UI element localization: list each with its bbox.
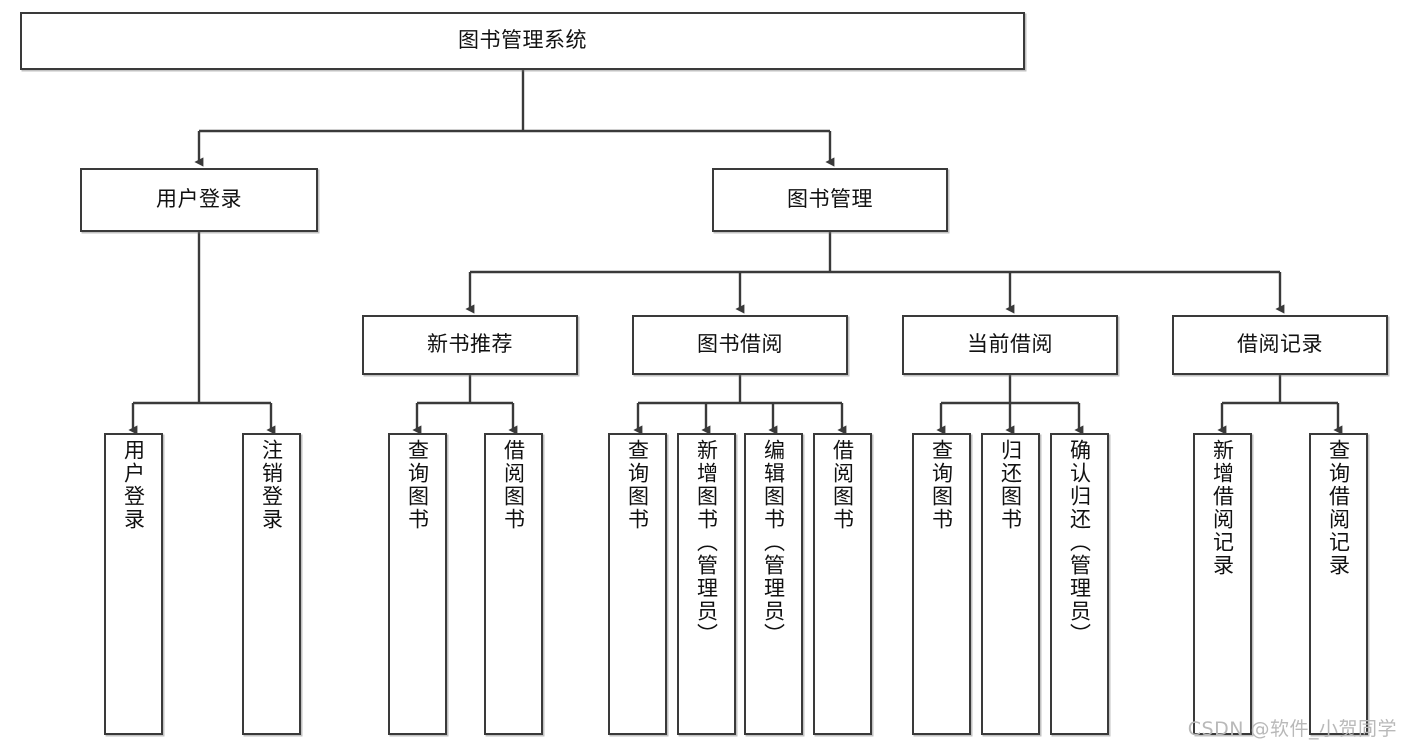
leaf-borrow-record-query[interactable]: 查询借阅记录 xyxy=(1309,433,1368,735)
node-borrow-records[interactable]: 借阅记录 xyxy=(1172,315,1388,375)
node-book-borrowing-label: 图书借阅 xyxy=(697,332,783,357)
node-user-login-label: 用户登录 xyxy=(156,187,242,212)
node-new-book-recommendation[interactable]: 新书推荐 xyxy=(362,315,578,375)
leaf-current-borrow-query[interactable]: 查询图书 xyxy=(912,433,971,735)
watermark: CSDN @软件_小贺同学 xyxy=(1187,718,1397,740)
leaf-new-book-query-label: 查询图书 xyxy=(405,439,430,531)
node-new-book-recommendation-label: 新书推荐 xyxy=(427,332,513,357)
node-current-borrowing[interactable]: 当前借阅 xyxy=(902,315,1118,375)
node-root-label: 图书管理系统 xyxy=(458,28,587,53)
node-borrow-records-label: 借阅记录 xyxy=(1237,332,1323,357)
leaf-user-login-logout[interactable]: 注销登录 xyxy=(242,433,301,735)
leaf-new-book-borrow-label: 借阅图书 xyxy=(501,439,526,531)
leaf-book-borrow-add[interactable]: 新增图书（管理员） xyxy=(677,433,736,735)
leaf-book-borrow-borrow[interactable]: 借阅图书 xyxy=(813,433,872,735)
leaf-user-login-logout-label: 注销登录 xyxy=(259,439,284,531)
leaf-new-book-query[interactable]: 查询图书 xyxy=(388,433,447,735)
leaf-user-login-login[interactable]: 用户登录 xyxy=(104,433,163,735)
node-current-borrowing-label: 当前借阅 xyxy=(967,332,1053,357)
leaf-book-borrow-edit[interactable]: 编辑图书（管理员） xyxy=(744,433,803,735)
leaf-current-borrow-confirm-label: 确认归还（管理员） xyxy=(1067,439,1092,646)
leaf-borrow-record-add[interactable]: 新增借阅记录 xyxy=(1193,433,1252,735)
leaf-book-borrow-add-label: 新增图书（管理员） xyxy=(694,439,719,646)
leaf-borrow-record-query-label: 查询借阅记录 xyxy=(1326,439,1351,577)
leaf-book-borrow-query-label: 查询图书 xyxy=(625,439,650,531)
leaf-current-borrow-query-label: 查询图书 xyxy=(929,439,954,531)
leaf-borrow-record-add-label: 新增借阅记录 xyxy=(1210,439,1235,577)
node-book-management-label: 图书管理 xyxy=(787,187,873,212)
leaf-current-borrow-confirm[interactable]: 确认归还（管理员） xyxy=(1050,433,1109,735)
leaf-current-borrow-return[interactable]: 归还图书 xyxy=(981,433,1040,735)
leaf-user-login-login-label: 用户登录 xyxy=(121,439,146,531)
node-book-borrowing[interactable]: 图书借阅 xyxy=(632,315,848,375)
leaf-book-borrow-query[interactable]: 查询图书 xyxy=(608,433,667,735)
node-user-login[interactable]: 用户登录 xyxy=(80,168,318,232)
leaf-book-borrow-edit-label: 编辑图书（管理员） xyxy=(761,439,786,646)
node-book-management[interactable]: 图书管理 xyxy=(712,168,948,232)
leaf-new-book-borrow[interactable]: 借阅图书 xyxy=(484,433,543,735)
leaf-book-borrow-borrow-label: 借阅图书 xyxy=(830,439,855,531)
leaf-current-borrow-return-label: 归还图书 xyxy=(998,439,1023,531)
node-root[interactable]: 图书管理系统 xyxy=(20,12,1025,70)
